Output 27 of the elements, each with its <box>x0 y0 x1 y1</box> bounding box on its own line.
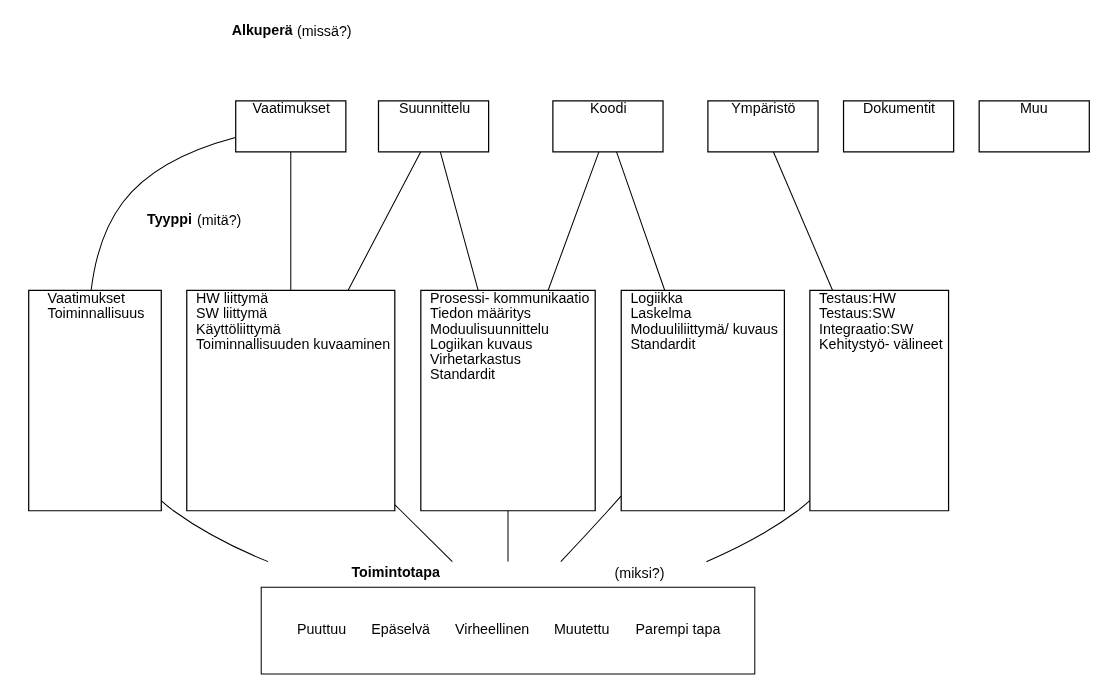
connector <box>347 150 421 291</box>
node-box: Ympäristö <box>706 99 819 152</box>
connector <box>772 150 833 291</box>
node-box: Vaatimukset <box>234 99 346 152</box>
connector <box>90 136 236 291</box>
node-box: Logiikka Laskelma Moduuliliittymä/ kuvaus Standardit <box>620 289 785 511</box>
connector <box>547 150 599 291</box>
node-box: Prosessi- kommunikaatio Tiedon määritys Moduulisuunnittelu Logiikan kuvaus Virhetarkastus Standardit <box>419 289 596 511</box>
node-box: Vaatimukset Toiminnallisuus <box>27 289 162 511</box>
connector <box>439 150 479 291</box>
connector <box>559 495 622 562</box>
node-box: Suunnittelu <box>377 99 489 152</box>
connector <box>705 499 810 562</box>
connector <box>289 150 291 291</box>
connector <box>393 503 453 562</box>
label: Alkuperä (missä?) <box>231 21 352 39</box>
node-box: Muu <box>978 99 1090 152</box>
node-box: Puuttuu Epäselvä Virheellinen Muutettu Parempi tapa <box>260 586 755 674</box>
connector <box>160 499 269 562</box>
node-box: HW liittymä SW liittymä Käyttöliittymä Toiminnallisuuden kuvaaminen <box>185 289 395 511</box>
node-label: Toimintotapa (miksi?) <box>350 563 665 581</box>
connector <box>615 150 665 291</box>
node-box: Testaus:HW Testaus:SW Integraatio:SW Kehitystyö- välineet <box>808 289 949 511</box>
label: Tyyppi (mitä?) <box>146 210 241 228</box>
node-box: Koodi <box>551 99 664 152</box>
node-box: Dokumentit <box>842 99 954 152</box>
connector <box>507 509 508 562</box>
